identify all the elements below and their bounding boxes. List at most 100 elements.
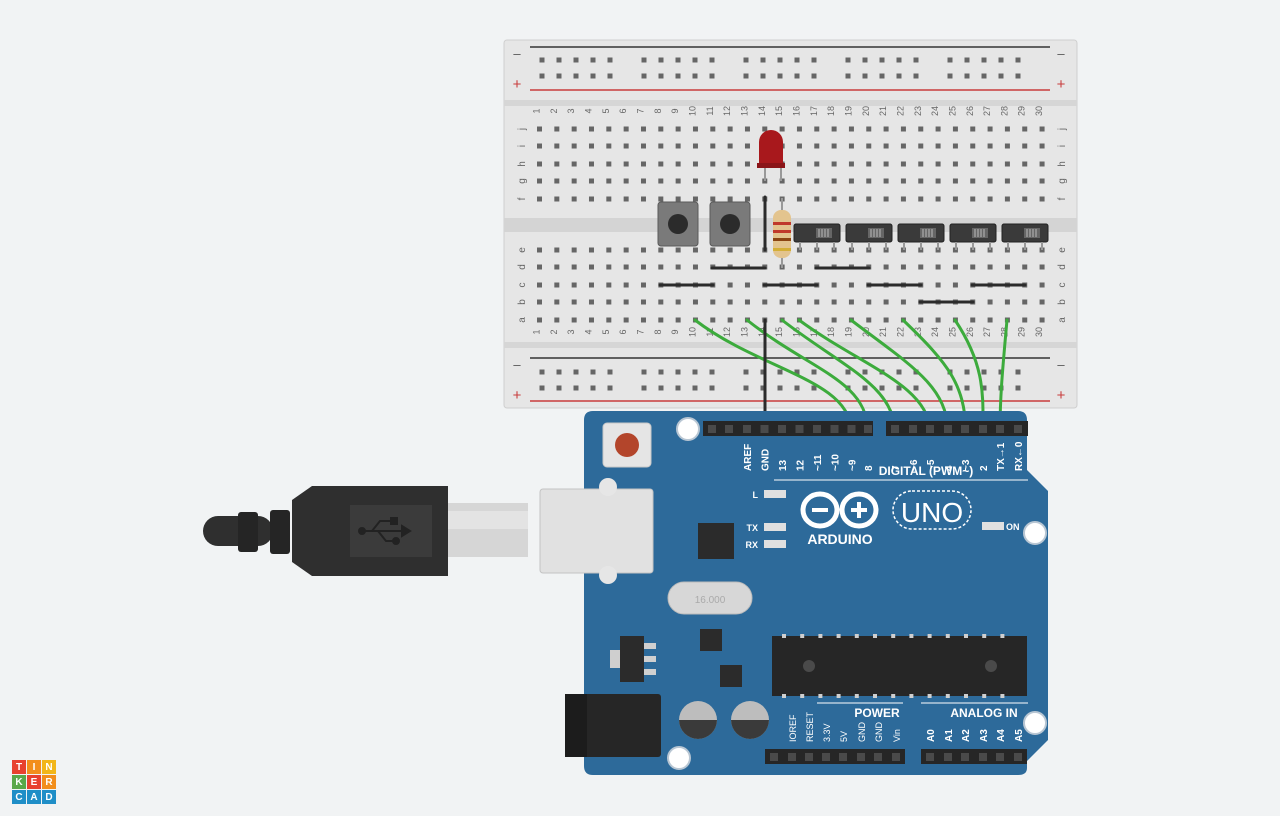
bottom-pin-sockets[interactable] [770,753,1022,761]
column-number: 8 [653,329,663,334]
pin-socket[interactable] [892,753,900,761]
pin-socket[interactable] [830,425,839,433]
pin-socket[interactable] [961,753,969,761]
row-letter-a: a [1057,317,1068,323]
row-letters-right: j i h g f e d c b a [1057,128,1068,323]
digital-pin-label: ~10 [831,454,842,471]
small-chip [700,629,722,651]
pin-socket[interactable] [891,425,899,433]
power-jack[interactable] [565,694,661,757]
jumper-wires-black[interactable] [658,195,1027,304]
row-letter-a: a [517,317,528,323]
row-letter-e: e [1057,247,1068,253]
logo-letter: C [12,790,26,804]
pin-socket[interactable] [979,753,987,761]
digital-header-right[interactable] [886,421,1028,436]
row-letter-d: d [1057,264,1068,270]
slide-switch[interactable] [793,223,841,250]
digital-pin-sockets[interactable] [708,425,1022,433]
pin-socket[interactable] [839,753,847,761]
column-number: 2 [549,329,559,334]
row-letter-g: g [517,178,528,184]
pin-socket[interactable] [944,425,952,433]
analog-header[interactable] [921,749,1027,764]
pin-socket[interactable] [979,425,987,433]
power-pin-label: RESET [805,711,815,742]
slide-switch[interactable] [845,223,893,250]
column-number: 4 [583,108,593,113]
column-number: 12 [722,106,732,116]
column-number: 24 [930,106,940,116]
row-letter-h: h [517,161,528,167]
pin-socket[interactable] [822,753,830,761]
column-number: 20 [861,106,871,116]
pin-socket[interactable] [926,753,934,761]
logo-letter: E [27,775,41,789]
rail-minus-sign: – [513,357,521,372]
logo-letter: T [12,760,26,774]
pin-socket[interactable] [996,753,1004,761]
usb-port[interactable] [539,488,654,574]
pin-socket[interactable] [857,753,865,761]
red-led[interactable] [757,130,785,181]
power-header[interactable] [765,749,905,764]
svg-text:16.000: 16.000 [695,595,726,606]
pin-socket[interactable] [1014,425,1022,433]
pin-socket[interactable] [961,425,969,433]
arduino-uno-board[interactable]: 16.000 [539,411,1048,775]
column-number: 15 [774,106,784,116]
digital-pin-label: ~11 [813,454,824,471]
pushbutton-1[interactable] [657,201,699,247]
column-number: 18 [826,106,836,116]
logo-letter: K [12,775,26,789]
usb-cable[interactable] [203,486,528,576]
usb-icon [358,517,412,545]
pin-socket[interactable] [926,425,934,433]
column-number: 4 [583,329,593,334]
pin-socket[interactable] [743,425,751,433]
led-rx [764,540,786,548]
pin-socket[interactable] [795,425,804,433]
pin-socket[interactable] [778,425,786,433]
pin-socket[interactable] [1014,753,1022,761]
pin-socket[interactable] [874,753,882,761]
tinkercad-logo[interactable]: T I N K E R C A D [12,760,56,804]
column-number: 17 [809,106,819,116]
column-number: 11 [705,106,715,115]
slide-switches[interactable] [793,223,1049,250]
pin-socket[interactable] [708,425,716,433]
pin-socket[interactable] [813,425,821,433]
resistor[interactable] [773,198,791,268]
pin-socket[interactable] [770,753,778,761]
digital-pin-label: 8 [864,465,875,471]
column-number: 9 [670,329,680,334]
on-label: ON [1006,522,1020,532]
led-l [764,490,786,498]
pin-socket[interactable] [944,753,952,761]
pin-socket[interactable] [909,425,917,433]
slide-switch[interactable] [1001,223,1049,250]
pin-socket[interactable] [805,753,813,761]
capacitor [679,701,717,739]
power-pin-label: IOREF [788,714,798,742]
rail-plus-sign: + [1057,76,1066,93]
analog-in-label: ANALOG IN [950,706,1017,720]
pin-socket[interactable] [847,425,856,433]
rail-minus-sign: – [1057,357,1065,372]
analog-pin-label: A4 [996,729,1007,742]
pin-socket[interactable] [788,753,796,761]
led-label-tx: TX [746,523,758,533]
reset-button[interactable] [602,422,652,468]
pin-socket[interactable] [725,425,733,433]
pin-socket[interactable] [996,425,1004,433]
slide-switch[interactable] [949,223,997,250]
column-number: 15 [774,327,784,337]
row-letter-b: b [1057,299,1068,305]
pin-socket[interactable] [760,425,769,433]
pin-socket[interactable] [864,425,872,433]
logo-letter: I [27,760,41,774]
slide-switch[interactable] [897,223,945,250]
pushbutton-2[interactable] [709,201,751,247]
